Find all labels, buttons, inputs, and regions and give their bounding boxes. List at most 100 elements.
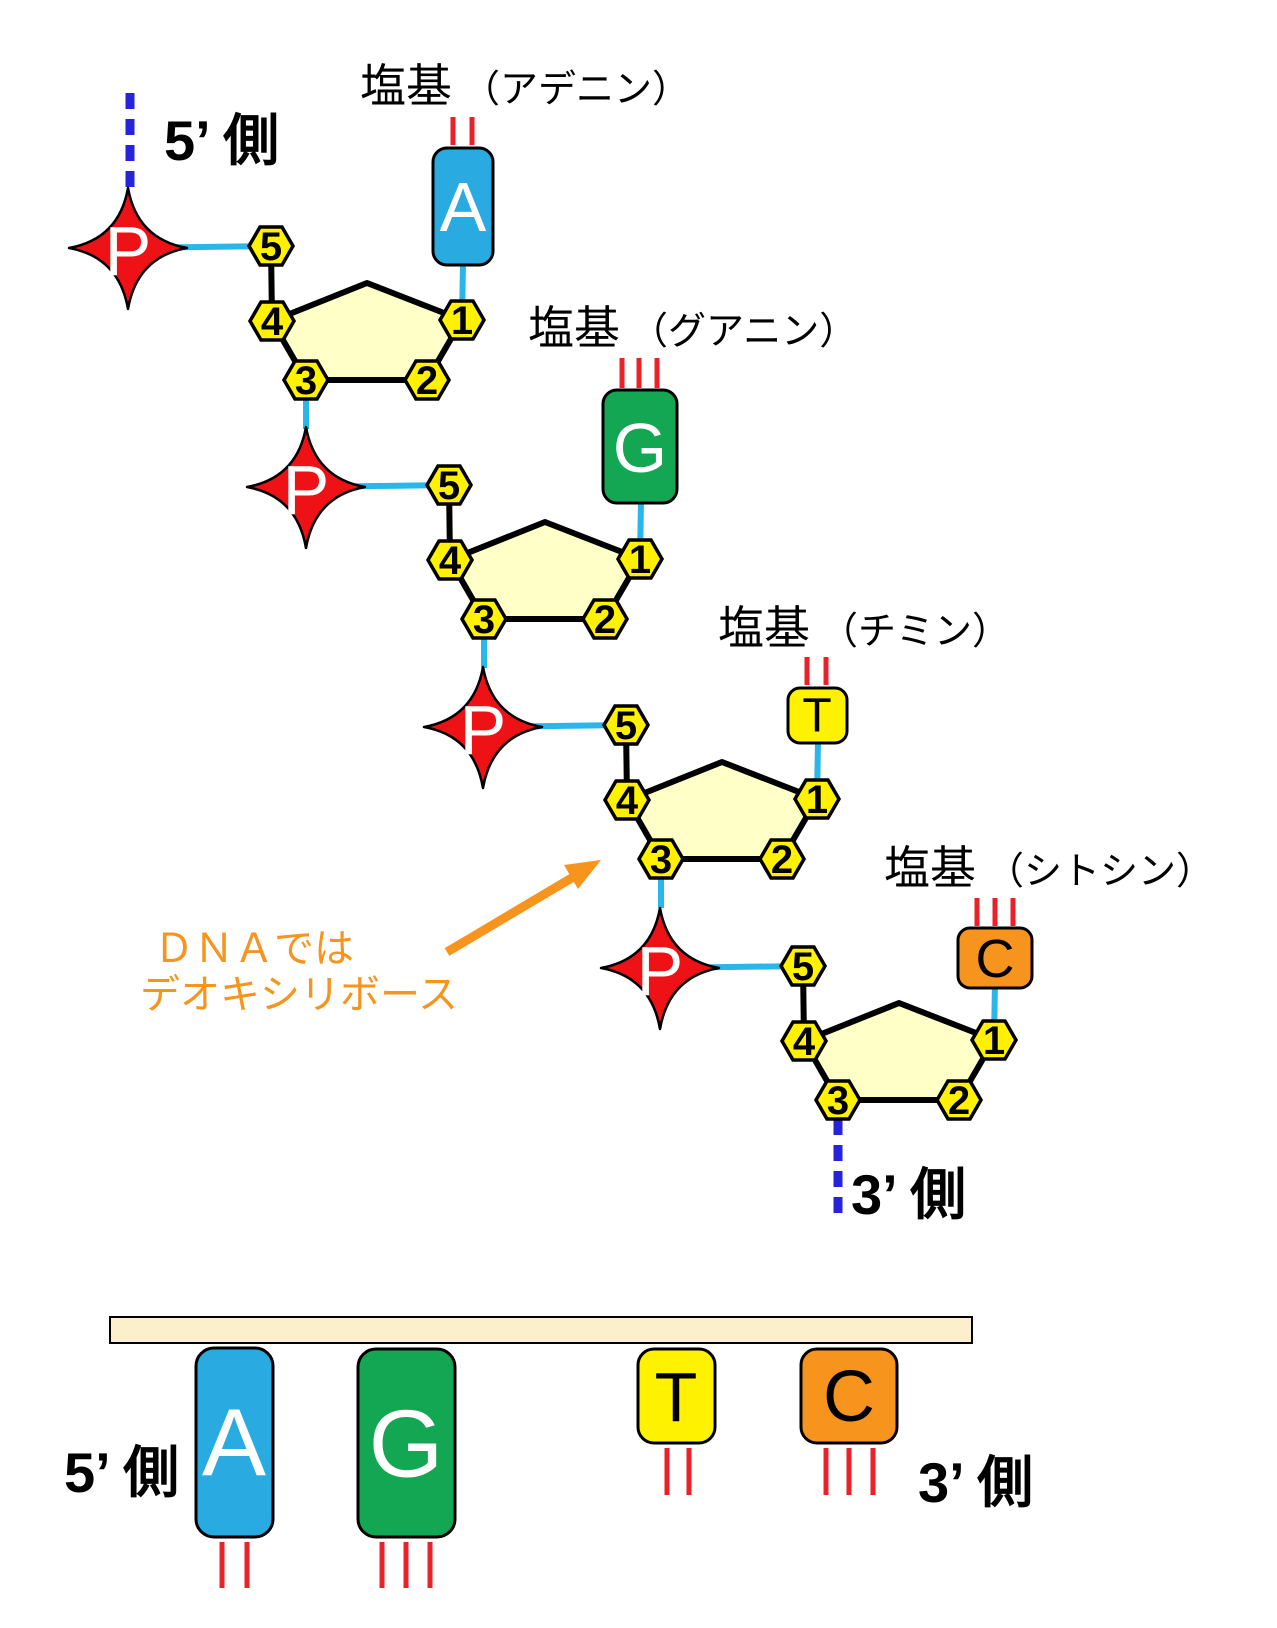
nucleotide-unit-cytosine: C P 5 4 1 2 3 bbox=[599, 898, 1034, 1214]
phosphate-letter: P bbox=[283, 451, 330, 529]
phosphate-star bbox=[422, 665, 544, 790]
carbon-hexagon bbox=[437, 299, 487, 341]
phosphate-letter: P bbox=[460, 691, 507, 769]
carbon-number: 1 bbox=[629, 538, 651, 582]
base-label-paren: （グアニン） bbox=[630, 311, 858, 353]
base-label-guanine: 塩基（グアニン） bbox=[528, 292, 857, 358]
carbon-number: 2 bbox=[771, 838, 793, 882]
bottom-base-letter-guanine: G bbox=[369, 1391, 444, 1498]
carbon-number: 5 bbox=[260, 225, 282, 269]
carbon-number: 2 bbox=[416, 359, 438, 403]
phosphate-letter: P bbox=[105, 212, 152, 290]
carbon-hexagon bbox=[601, 704, 651, 746]
carbon-hexagon bbox=[402, 359, 452, 401]
sugar-carbon-4: 4 bbox=[602, 779, 652, 823]
base-box-adenine bbox=[431, 146, 495, 267]
three-prime-side-label-top: 3’ 側 bbox=[851, 1163, 967, 1226]
annotation-line2: デオキシリボース bbox=[140, 973, 458, 1017]
sugar-carbon-5: 5 bbox=[246, 225, 296, 269]
carbon-hexagon bbox=[425, 539, 475, 581]
carbon-number: 2 bbox=[948, 1079, 970, 1123]
sugar-carbon-5: 5 bbox=[424, 464, 474, 508]
base-box-thymine bbox=[786, 686, 849, 745]
bottom-base-letter-thymine: T bbox=[655, 1358, 698, 1436]
sugar-carbon-3: 3 bbox=[459, 598, 509, 642]
base-box-cytosine bbox=[956, 926, 1034, 990]
carbon-number: 5 bbox=[615, 704, 637, 748]
carbon-hexagon bbox=[813, 1079, 863, 1121]
carbon-hexagon bbox=[778, 945, 828, 987]
nucleotide-unit-guanine: G P 5 4 1 2 3 bbox=[245, 358, 679, 668]
sugar-carbon-1: 1 bbox=[792, 778, 842, 822]
bottom-base-box-thymine bbox=[636, 1347, 717, 1445]
carbon-number: 4 bbox=[439, 539, 462, 583]
carbon-number: 5 bbox=[438, 464, 460, 508]
carbon-number: 3 bbox=[827, 1079, 849, 1123]
phosphate-star bbox=[67, 186, 189, 311]
base-label-main: 塩基 bbox=[528, 302, 620, 354]
base-label-adenine: 塩基（アデニン） bbox=[360, 50, 690, 116]
sugar-carbon-2: 2 bbox=[580, 598, 630, 642]
base-label-thymine: 塩基（チミン） bbox=[718, 592, 1010, 658]
annotation-line1: ＤＮＡでは bbox=[154, 927, 354, 971]
carbon-number: 1 bbox=[451, 299, 473, 343]
base-label-main: 塩基 bbox=[884, 842, 976, 894]
base-box-guanine bbox=[601, 388, 679, 505]
carbon-number: 3 bbox=[473, 598, 495, 642]
carbon-hexagon bbox=[969, 1019, 1019, 1061]
base-letter-adenine: A bbox=[440, 168, 487, 246]
bottom-base-letter-adenine: A bbox=[202, 1390, 266, 1497]
sugar-carbon-3: 3 bbox=[281, 359, 331, 403]
carbon-hexagon bbox=[757, 838, 807, 880]
five-prime-side-label-top: 5’ 側 bbox=[164, 109, 280, 172]
five-prime-side-label-bottom: 5’ 側 bbox=[64, 1441, 180, 1504]
bottom-base-box-guanine bbox=[356, 1347, 457, 1539]
base-letter-thymine: T bbox=[802, 690, 831, 743]
phosphate-letter: P bbox=[637, 932, 684, 1010]
carbon-hexagon bbox=[459, 598, 509, 640]
three-prime-side-label-bottom: 3’ 側 bbox=[918, 1451, 1034, 1514]
sugar-carbon-5: 5 bbox=[778, 945, 828, 989]
sugar-carbon-4: 4 bbox=[425, 539, 475, 583]
carbon-number: 5 bbox=[792, 945, 814, 989]
carbon-hexagon bbox=[615, 538, 665, 580]
strand-backbone-bar bbox=[109, 1316, 973, 1344]
carbon-hexagon bbox=[247, 300, 297, 342]
carbon-number: 2 bbox=[594, 598, 616, 642]
base-label-paren: （チミン） bbox=[820, 611, 1011, 653]
sugar-carbon-1: 1 bbox=[437, 299, 487, 343]
carbon-hexagon bbox=[246, 225, 296, 267]
carbon-hexagon bbox=[636, 838, 686, 880]
carbon-number: 1 bbox=[983, 1019, 1005, 1063]
base-label-main: 塩基 bbox=[360, 60, 452, 112]
carbon-number: 4 bbox=[793, 1020, 816, 1064]
bottom-base-letter-cytosine: C bbox=[823, 1357, 875, 1437]
carbon-number: 4 bbox=[616, 779, 639, 823]
carbon-hexagon bbox=[602, 779, 652, 821]
carbon-hexagon bbox=[779, 1020, 829, 1062]
carbon-number: 1 bbox=[806, 778, 828, 822]
annotation-arrow-line bbox=[444, 872, 578, 956]
sugar-carbon-2: 2 bbox=[757, 838, 807, 882]
sugar-carbon-4: 4 bbox=[247, 300, 297, 344]
sugar-carbon-5: 5 bbox=[601, 704, 651, 748]
annotation-arrowhead bbox=[564, 860, 601, 889]
base-label-cytosine: 塩基（シトシン） bbox=[884, 832, 1214, 898]
carbon-number: 4 bbox=[261, 300, 284, 344]
sugar-carbon-3: 3 bbox=[813, 1079, 863, 1123]
base-label-paren: （アデニン） bbox=[462, 69, 691, 111]
sugar-carbon-4: 4 bbox=[779, 1020, 829, 1064]
phosphate-star bbox=[245, 425, 367, 550]
bottom-base-box-adenine bbox=[194, 1346, 275, 1539]
sugar-carbon-2: 2 bbox=[934, 1079, 984, 1123]
sugar-carbon-3: 3 bbox=[636, 838, 686, 882]
sugar-carbon-2: 2 bbox=[402, 359, 452, 403]
base-label-main: 塩基 bbox=[718, 602, 810, 654]
base-letter-guanine: G bbox=[613, 409, 667, 487]
bottom-base-box-cytosine bbox=[799, 1347, 899, 1445]
carbon-number: 3 bbox=[295, 359, 317, 403]
carbon-hexagon bbox=[580, 598, 630, 640]
carbon-hexagon bbox=[792, 778, 842, 820]
